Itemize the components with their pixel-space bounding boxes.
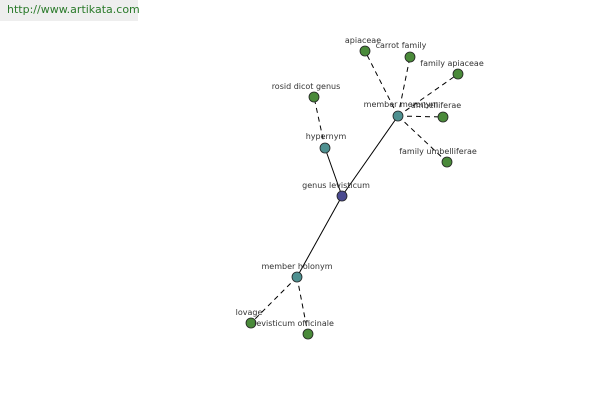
- label-rosid-dicot-genus[interactable]: rosid dicot genus: [272, 82, 341, 91]
- label-member-holonym[interactable]: member holonym: [261, 262, 332, 271]
- label-levisticum-officinale[interactable]: levisticum officinale: [254, 319, 334, 328]
- edge-member-meronym-family-apiaceae: [397, 73, 459, 117]
- node-umbelliferae[interactable]: [437, 111, 449, 123]
- edge-member-holonym-lovage: [250, 276, 298, 324]
- edge-genus-levisticum-member-holonym: [296, 195, 343, 278]
- node-lovage[interactable]: [245, 317, 257, 329]
- label-lovage[interactable]: lovage: [236, 308, 263, 317]
- node-apiaceae[interactable]: [359, 45, 371, 57]
- edge-member-meronym-apiaceae: [364, 50, 399, 117]
- label-carrot-family[interactable]: carrot family: [376, 41, 427, 50]
- label-genus-levisticum[interactable]: genus levisticum: [302, 181, 370, 190]
- label-member-meronym[interactable]: member meronym: [364, 100, 439, 109]
- node-rosid-dicot-genus[interactable]: [308, 91, 320, 103]
- node-family-umbelliferae[interactable]: [441, 156, 453, 168]
- node-family-apiaceae[interactable]: [452, 68, 464, 80]
- edge-genus-levisticum-member-meronym: [341, 115, 399, 197]
- label-umbelliferae[interactable]: umbelliferae: [411, 101, 461, 110]
- label-apiaceae[interactable]: apiaceae: [345, 36, 381, 45]
- node-member-holonym[interactable]: [291, 271, 303, 283]
- label-hypernym[interactable]: hypernym: [306, 132, 347, 141]
- label-family-umbelliferae[interactable]: family umbelliferae: [399, 147, 477, 156]
- site-url-link[interactable]: http://www.artikata.com: [0, 0, 140, 21]
- node-member-meronym[interactable]: [392, 110, 404, 122]
- node-genus-levisticum[interactable]: [336, 190, 348, 202]
- edge-member-meronym-carrot-family: [397, 56, 411, 117]
- edge-member-holonym-levisticum-officinale: [296, 276, 309, 335]
- node-hypernym[interactable]: [319, 142, 331, 154]
- edge-member-meronym-umbelliferae: [397, 115, 444, 118]
- node-levisticum-officinale[interactable]: [302, 328, 314, 340]
- node-carrot-family[interactable]: [404, 51, 416, 63]
- edge-genus-levisticum-hypernym: [324, 147, 343, 197]
- edge-member-meronym-family-umbelliferae: [397, 115, 448, 163]
- label-family-apiaceae[interactable]: family apiaceae: [420, 59, 484, 68]
